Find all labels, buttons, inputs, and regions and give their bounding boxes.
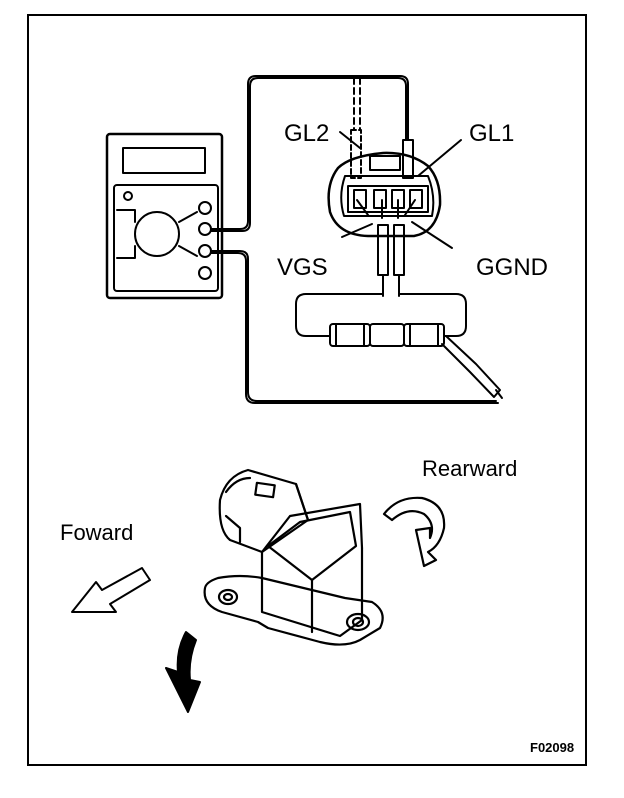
ground-probe <box>441 335 503 399</box>
yaw-rate-sensor <box>203 468 384 646</box>
diagram-frame <box>27 14 587 766</box>
label-rearward: Rearward <box>422 456 518 481</box>
multimeter-dial <box>134 211 180 257</box>
multimeter-jack-3 <box>198 244 212 258</box>
multimeter-jack-2 <box>198 222 212 236</box>
label-vgs: VGS <box>277 254 328 281</box>
resistor-chain <box>329 323 445 347</box>
multimeter-display <box>122 147 206 174</box>
label-gl1: GL1 <box>469 120 515 147</box>
multimeter <box>105 132 224 300</box>
rearward-rotation-arrow-icon <box>382 496 446 568</box>
figure-code: F02098 <box>530 740 575 755</box>
multimeter-jack-4 <box>198 266 212 280</box>
forward-arrow-icon <box>71 567 151 613</box>
test-leads <box>210 75 499 404</box>
label-ggnd: GGND <box>476 254 548 281</box>
downward-rotation-arrow-icon <box>165 631 201 713</box>
bottom-probes <box>295 224 467 337</box>
label-gl2: GL2 <box>284 120 330 147</box>
sensor-connector <box>327 129 462 249</box>
label-forward: Foward <box>60 520 134 545</box>
multimeter-jack-1 <box>198 201 212 215</box>
